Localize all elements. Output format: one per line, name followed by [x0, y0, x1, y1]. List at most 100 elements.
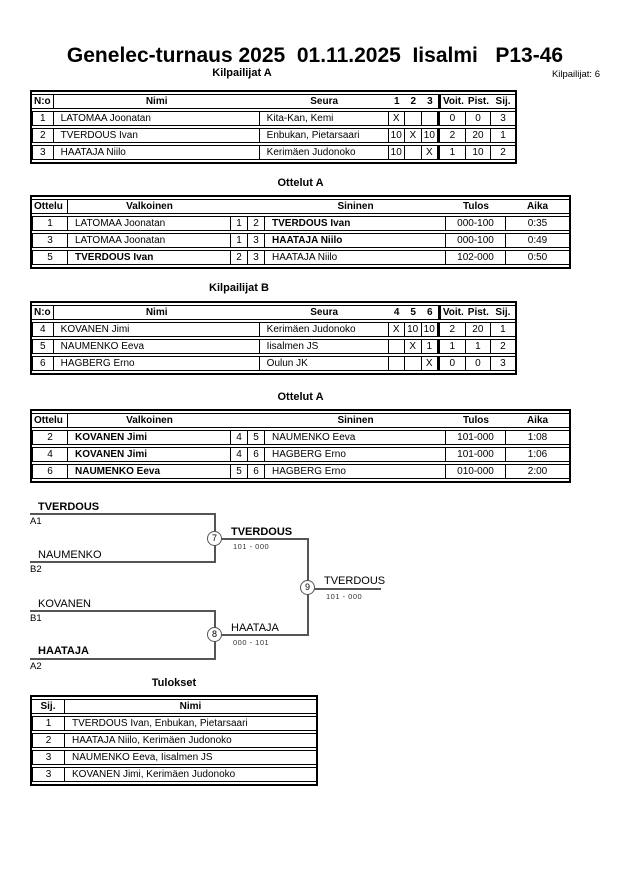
white-number: 4 [231, 430, 248, 445]
time: 2:00 [506, 464, 569, 479]
place: 3 [32, 750, 65, 765]
column-header: Sininen [265, 413, 446, 428]
score-cell: 10 [421, 128, 438, 143]
competitor-name: LATOMAA Joonatan [53, 111, 260, 126]
match-circle-8: 8 [207, 627, 222, 642]
place: 3 [491, 111, 516, 126]
score-cell [404, 145, 422, 160]
score-cell: 10 [404, 322, 422, 337]
column-header: 3 [421, 94, 438, 109]
semifinal-1-score: 101 - 000 [233, 542, 270, 551]
column-header: Tulos [446, 413, 506, 428]
table-row: 1 TVERDOUS Ivan, Enbukan, Pietarsaari [32, 716, 316, 731]
matches-a-title: Ottelut A [277, 177, 324, 189]
match-circle-9: 9 [300, 580, 315, 595]
column-header: 6 [421, 305, 438, 320]
blue-name: HAATAJA Niilo [265, 250, 446, 265]
semifinal-2-winner: HAATAJA [231, 622, 279, 634]
blue-number: 6 [248, 447, 265, 462]
wins: 1 [437, 145, 466, 160]
table-row: 6 HAGBERG Erno Oulun JK X 0 0 3 [32, 356, 515, 371]
header-row: Ottelu Valkoinen Sininen Tulos Aika [32, 199, 569, 214]
bracket-seed-a2-name: HAATAJA [38, 645, 89, 657]
column-header: Seura [259, 94, 389, 109]
result-name: KOVANEN Jimi, Kerimäen Judonoko [65, 767, 316, 782]
competitor-number: 1 [32, 111, 54, 126]
blue-name: TVERDOUS Ivan [265, 216, 446, 231]
column-header [248, 199, 265, 214]
club: Oulun JK [259, 356, 389, 371]
final-score: 101 - 000 [326, 592, 363, 601]
bracket-line [30, 610, 216, 612]
table-row: 2 HAATAJA Niilo, Kerimäen Judonoko [32, 733, 316, 748]
wins: 2 [437, 322, 466, 337]
competitor-number: 4 [32, 322, 54, 337]
blue-name: HAGBERG Erno [265, 447, 446, 462]
wins: 0 [437, 111, 466, 126]
score-cell: X [404, 128, 422, 143]
result: 101-000 [446, 447, 506, 462]
points: 10 [465, 145, 492, 160]
page-title: Genelec-turnaus 2025 01.11.2025 Iisalmi … [66, 44, 564, 67]
score-cell: 10 [421, 322, 438, 337]
points: 0 [465, 111, 492, 126]
result-name: NAUMENKO Eeva, Iisalmen JS [65, 750, 316, 765]
match-number: 1 [32, 216, 68, 231]
score-cell: 10 [388, 145, 405, 160]
club: Iisalmen JS [259, 339, 389, 354]
column-header: Sininen [265, 199, 446, 214]
bracket-seed-b1-name: KOVANEN [38, 598, 91, 610]
match-circle-7: 7 [207, 531, 222, 546]
bracket-seed-b2-label: B2 [30, 564, 42, 575]
table-row: 5 NAUMENKO Eeva Iisalmen JS X 1 1 1 2 [32, 339, 515, 354]
table-row: 3 KOVANEN Jimi, Kerimäen Judonoko [32, 767, 316, 782]
white-name: KOVANEN Jimi [68, 447, 231, 462]
white-name: KOVANEN Jimi [68, 430, 231, 445]
club: Kerimäen Judonoko [259, 322, 389, 337]
matches-b-table: Ottelu Valkoinen Sininen Tulos Aika 2 KO… [30, 409, 571, 483]
column-header: Pist. [465, 94, 492, 109]
competitor-name: TVERDOUS Ivan [53, 128, 260, 143]
table-row: 3 NAUMENKO Eeva, Iisalmen JS [32, 750, 316, 765]
wins: 2 [437, 128, 466, 143]
competitor-name: HAGBERG Erno [53, 356, 260, 371]
bracket-line [214, 634, 309, 636]
column-header: Ottelu [32, 199, 68, 214]
bracket-line [30, 658, 216, 660]
table-row: 1 LATOMAA Joonatan 1 2 TVERDOUS Ivan 000… [32, 216, 569, 231]
bracket-seed-a1-name: TVERDOUS [38, 501, 100, 513]
score-cell: 1 [421, 339, 438, 354]
points: 1 [465, 339, 491, 354]
table-row: 3 HAATAJA Niilo Kerimäen Judonoko 10 X 1… [32, 145, 516, 160]
matches-a-table: Ottelu Valkoinen Sininen Tulos Aika 1 LA… [30, 195, 571, 269]
white-number: 4 [231, 447, 248, 462]
place: 2 [32, 733, 65, 748]
pool-a-title: Kilpailijat A [212, 67, 272, 79]
score-cell: X [421, 145, 438, 160]
result: 102-000 [446, 250, 506, 265]
match-number: 4 [32, 447, 68, 462]
bracket-seed-a1-label: A1 [30, 516, 42, 527]
column-header: 1 [388, 94, 405, 109]
column-header: Voit. [437, 94, 466, 109]
matches-b-title: Ottelut A [277, 391, 324, 403]
points: 20 [465, 128, 492, 143]
column-header [231, 413, 248, 428]
score-cell: 10 [388, 128, 405, 143]
bracket-seed-a2-label: A2 [30, 661, 42, 672]
pool-b-table: N:o Nimi Seura 4 5 6 Voit. Pist. Sij. 4 … [30, 301, 517, 375]
place: 3 [490, 356, 515, 371]
column-header: Aika [506, 413, 569, 428]
competitors-count: Kilpailijat: 6 [551, 69, 600, 80]
blue-number: 3 [248, 250, 265, 265]
place: 1 [491, 128, 516, 143]
score-cell: X [404, 339, 422, 354]
club: Kita-Kan, Kemi [259, 111, 389, 126]
result: 010-000 [446, 464, 506, 479]
match-number: 5 [32, 250, 68, 265]
place: 1 [32, 716, 65, 731]
table-row: 2 KOVANEN Jimi 4 5 NAUMENKO Eeva 101-000… [32, 430, 569, 445]
pool-a-table: N:o Nimi Seura 1 2 3 Voit. Pist. Sij. 1 … [30, 90, 518, 164]
column-header: Nimi [53, 94, 260, 109]
competitor-number: 5 [32, 339, 54, 354]
